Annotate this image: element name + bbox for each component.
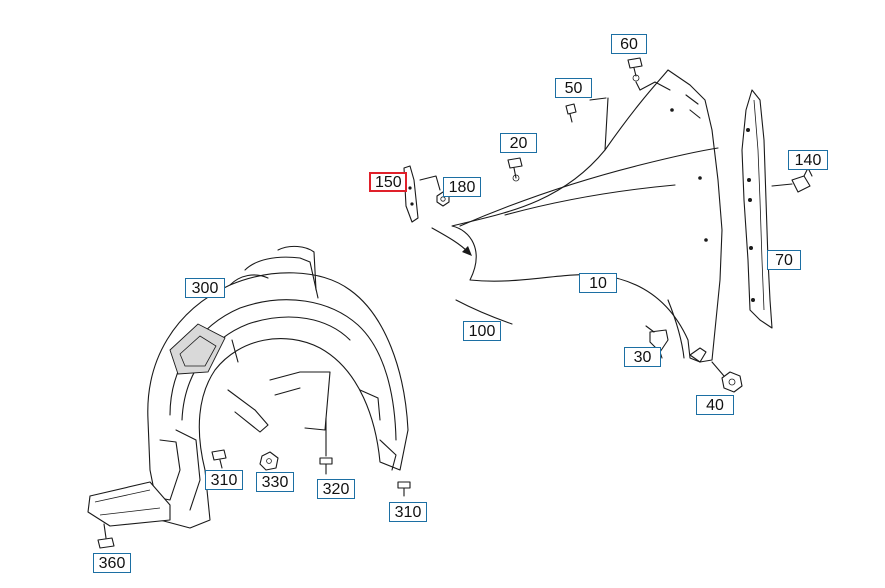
seal-strip-part bbox=[741, 89, 773, 329]
fender-part bbox=[451, 69, 723, 363]
screw-310a bbox=[211, 449, 227, 469]
callout-320[interactable]: 320 bbox=[317, 479, 355, 499]
direction-arrow bbox=[431, 227, 472, 256]
sill-line bbox=[455, 299, 513, 325]
bracket-part bbox=[403, 165, 441, 223]
callout-140[interactable]: 140 bbox=[788, 150, 828, 170]
callout-310-left[interactable]: 310 bbox=[205, 470, 243, 490]
bolt-60 bbox=[627, 57, 643, 91]
callout-50[interactable]: 50 bbox=[555, 78, 592, 98]
clip-20 bbox=[507, 157, 523, 182]
callout-20[interactable]: 20 bbox=[500, 133, 537, 153]
nut-330 bbox=[259, 451, 279, 471]
screw-140 bbox=[771, 167, 813, 193]
callout-300[interactable]: 300 bbox=[185, 278, 225, 298]
wheel-liner-part bbox=[87, 245, 409, 529]
callout-330[interactable]: 330 bbox=[256, 472, 294, 492]
screw-310b bbox=[397, 481, 411, 497]
nut-40 bbox=[711, 361, 743, 393]
callout-30[interactable]: 30 bbox=[624, 347, 661, 367]
clip-30 bbox=[645, 325, 669, 359]
clip-50 bbox=[565, 97, 607, 123]
callout-70[interactable]: 70 bbox=[767, 250, 801, 270]
screw-360 bbox=[97, 523, 115, 549]
callout-150[interactable]: 150 bbox=[369, 172, 407, 192]
callout-180[interactable]: 180 bbox=[443, 177, 481, 197]
screw-320 bbox=[319, 417, 333, 475]
callout-40[interactable]: 40 bbox=[696, 395, 734, 415]
callout-60[interactable]: 60 bbox=[611, 34, 647, 54]
callout-100[interactable]: 100 bbox=[463, 321, 501, 341]
callout-10[interactable]: 10 bbox=[579, 273, 617, 293]
callout-360[interactable]: 360 bbox=[93, 553, 131, 573]
callout-310-right[interactable]: 310 bbox=[389, 502, 427, 522]
